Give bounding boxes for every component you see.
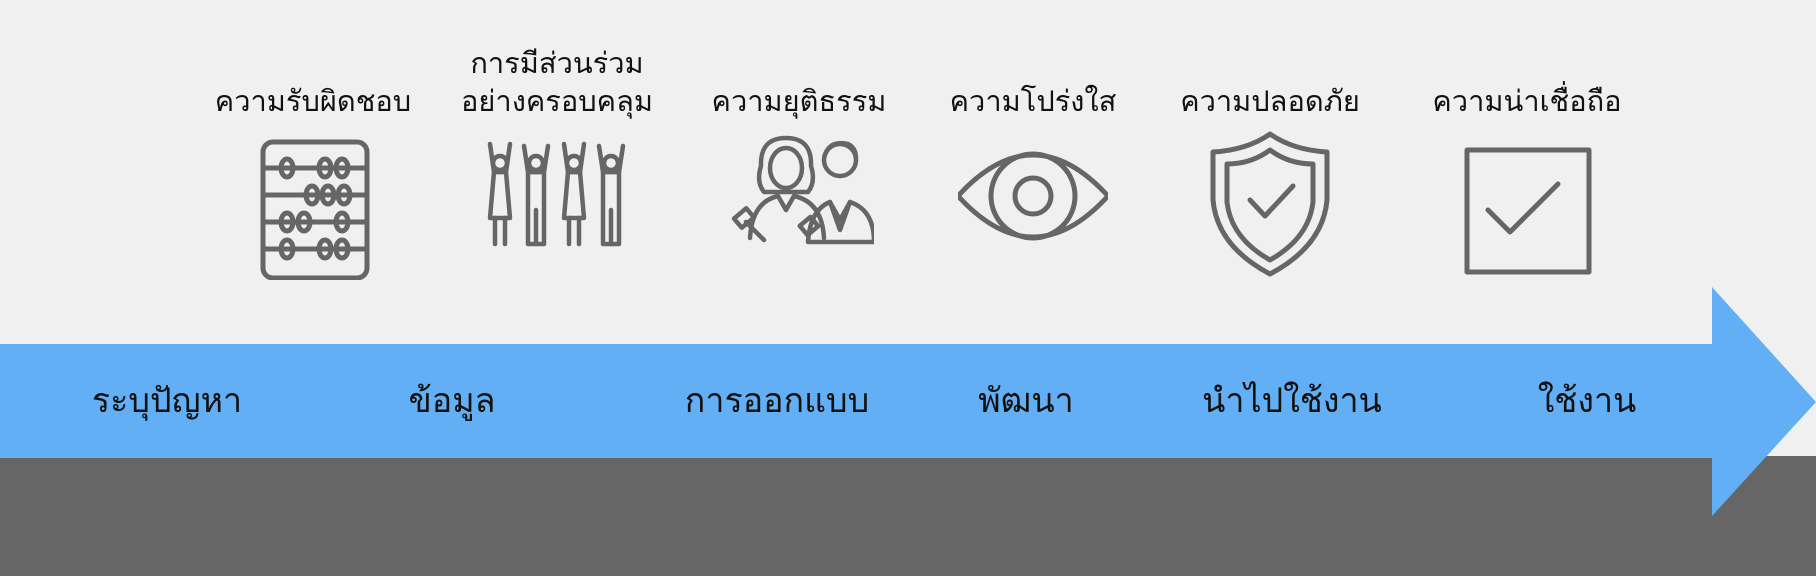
judge-people-gavel-icon	[724, 130, 877, 280]
checkbox-icon	[1452, 130, 1602, 280]
principle-accountability: ความรับผิดชอบ	[198, 36, 428, 286]
principle-label: ความยุติธรรม	[711, 84, 887, 118]
eye-icon	[955, 130, 1111, 280]
principle-label: ความน่าเชื่อถือ	[1432, 84, 1622, 118]
principle-label: ความปลอดภัย	[1180, 84, 1360, 118]
stage-deploy: นำไปใช้งาน	[1202, 381, 1382, 421]
principle-label: การมีส่วนร่วม อย่างครอบคลุม	[461, 46, 653, 118]
stage-use: ใช้งาน	[1537, 381, 1637, 421]
principle-fairness: ความยุติธรรม	[684, 36, 914, 286]
principle-label: ความรับผิดชอบ	[214, 84, 412, 118]
principle-reliability: ความน่าเชื่อถือ	[1412, 36, 1642, 286]
principle-inclusive-participation: การมีส่วนร่วม อย่างครอบคลุม	[442, 36, 672, 286]
principle-label: ความโปร่งใส	[949, 84, 1117, 118]
stage-design: การออกแบบ	[684, 381, 870, 421]
bottom-band	[0, 456, 1816, 576]
stage-develop: พัฒนา	[978, 381, 1074, 421]
people-raising-hands-icon	[482, 130, 632, 280]
stage-data: ข้อมูล	[408, 381, 496, 421]
shield-check-icon	[1195, 130, 1345, 280]
stage-identify-problem: ระบุปัญหา	[91, 381, 243, 421]
principle-safety: ความปลอดภัย	[1155, 36, 1385, 286]
principle-transparency: ความโปร่งใส	[918, 36, 1148, 286]
abacus-icon	[238, 130, 388, 281]
